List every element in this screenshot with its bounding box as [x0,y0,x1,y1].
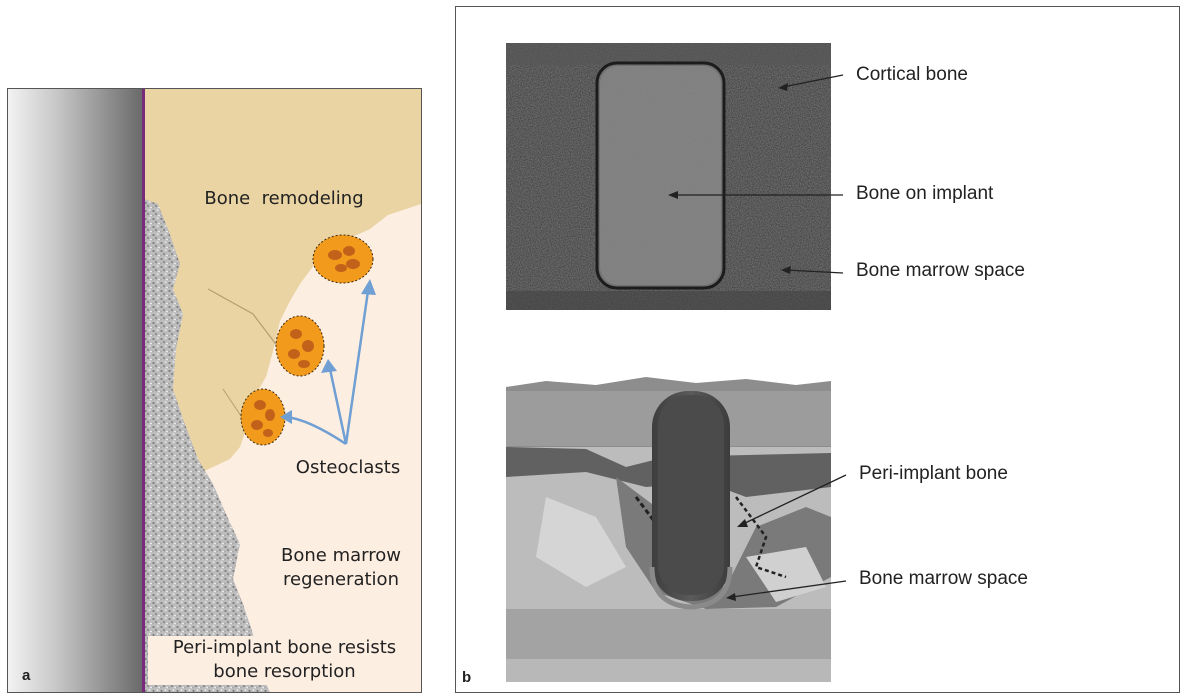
label-marrow-regeneration: Bone marrow regeneration [266,544,416,593]
label-bone-marrow-space-top: Bone marrow space [856,260,1025,282]
panel-letter-b: b [462,669,471,686]
panel-letter-a: a [22,667,30,684]
label-cortical-bone: Cortical bone [856,64,968,86]
implant-imaging-drawing [456,7,1179,692]
implant-interface-line [142,89,145,692]
panel-b-imaging: Cortical bone Bone on implant Bone marro… [455,6,1180,693]
osteoclast-3 [241,389,285,445]
label-bone-on-implant: Bone on implant [856,183,993,205]
label-peri-implant-bone: Peri-implant bone [859,463,1008,485]
label-marrow-regeneration-line1: Bone marrow [266,544,416,568]
panel-a-schematic: Bone remodeling Osteoclasts Bone marrow … [7,88,422,693]
osteoclast-2 [276,316,324,376]
osteoclast-1 [313,235,373,283]
implant-surface [8,89,142,692]
bone-schematic-drawing [8,89,421,692]
label-resists-line1: Peri-implant bone resists [148,636,421,660]
label-marrow-regeneration-line2: regeneration [266,568,416,592]
label-osteoclasts: Osteoclasts [278,456,418,480]
label-resists-line2: bone resorption [148,660,421,684]
label-bone-marrow-space-bottom: Bone marrow space [859,568,1028,590]
segmentation-image [506,377,831,682]
label-bone-remodeling: Bone remodeling [184,187,384,211]
label-peri-implant-resists: Peri-implant bone resists bone resorptio… [148,636,421,685]
